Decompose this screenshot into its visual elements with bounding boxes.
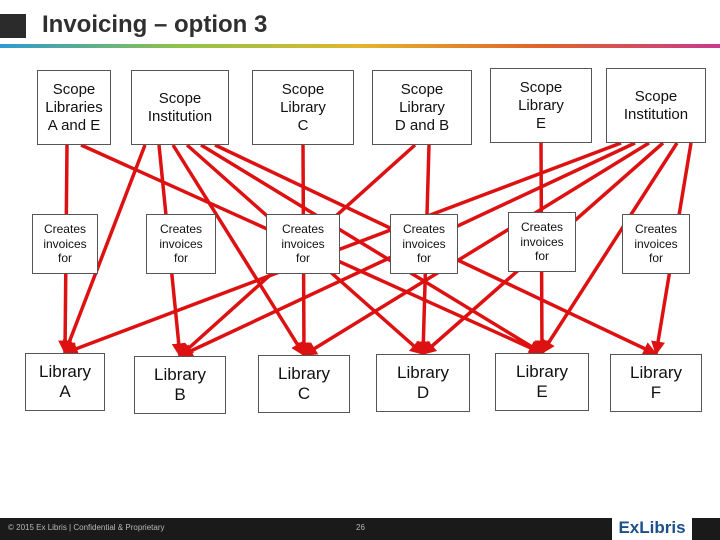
scope-box-institution: Scope Institution <box>131 70 229 145</box>
scope-label: Scope Institution <box>147 89 213 125</box>
creates-label: Creates invoices for <box>634 222 678 266</box>
scope-box-institution-2: Scope Institution <box>606 68 706 143</box>
footer-copyright: © 2015 Ex Libris | Confidential & Propri… <box>8 523 165 532</box>
scope-label: Scope Library D and B <box>394 80 450 134</box>
library-box-d: Library D <box>376 354 470 412</box>
scope-box-library-d-b: Scope Library D and B <box>372 70 472 145</box>
creates-invoices-box: Creates invoices for <box>622 214 690 274</box>
library-label: Library C <box>278 363 330 403</box>
library-label: Library B <box>154 364 206 404</box>
creates-invoices-box: Creates invoices for <box>390 214 458 274</box>
creates-invoices-box: Creates invoices for <box>266 214 340 274</box>
creates-label: Creates invoices for <box>159 222 203 266</box>
invoice-arrow <box>171 144 306 357</box>
scope-box-libraries-a-e: Scope Libraries A and E <box>37 70 111 145</box>
scope-label: Scope Institution <box>623 87 689 123</box>
invoice-arrow <box>63 141 622 356</box>
creates-label: Creates invoices for <box>402 222 446 266</box>
page-title: Invoicing – option 3 <box>42 11 268 38</box>
library-label: Library E <box>516 361 568 401</box>
creates-invoices-box: Creates invoices for <box>32 214 98 274</box>
invoice-arrow <box>62 144 147 355</box>
creates-label: Creates invoices for <box>520 220 564 264</box>
scope-label: Scope Libraries A and E <box>45 80 103 134</box>
invoice-arrow <box>540 142 679 355</box>
library-box-a: Library A <box>25 353 105 411</box>
library-box-c: Library C <box>258 355 350 413</box>
creates-invoices-box: Creates invoices for <box>508 212 576 272</box>
scope-label: Scope Library C <box>280 80 326 134</box>
creates-label: Creates invoices for <box>43 222 87 266</box>
scope-box-library-e: Scope Library E <box>490 68 592 143</box>
library-label: Library A <box>39 361 91 401</box>
invoice-arrow <box>302 141 650 357</box>
library-box-b: Library B <box>134 356 226 414</box>
footer-bar <box>0 518 720 540</box>
library-box-f: Library F <box>610 354 702 412</box>
library-label: Library D <box>397 362 449 402</box>
scope-label: Scope Library E <box>518 78 564 132</box>
page-number: 26 <box>356 523 365 532</box>
creates-invoices-box: Creates invoices for <box>146 214 216 274</box>
creates-label: Creates invoices for <box>281 222 325 266</box>
title-divider <box>0 44 720 48</box>
exlibris-logo: ExLibris <box>612 516 692 540</box>
title-marker <box>0 14 26 38</box>
invoice-arrow <box>200 143 544 355</box>
library-box-e: Library E <box>495 353 589 411</box>
library-label: Library F <box>630 362 682 402</box>
scope-box-library-c: Scope Library C <box>252 70 354 145</box>
